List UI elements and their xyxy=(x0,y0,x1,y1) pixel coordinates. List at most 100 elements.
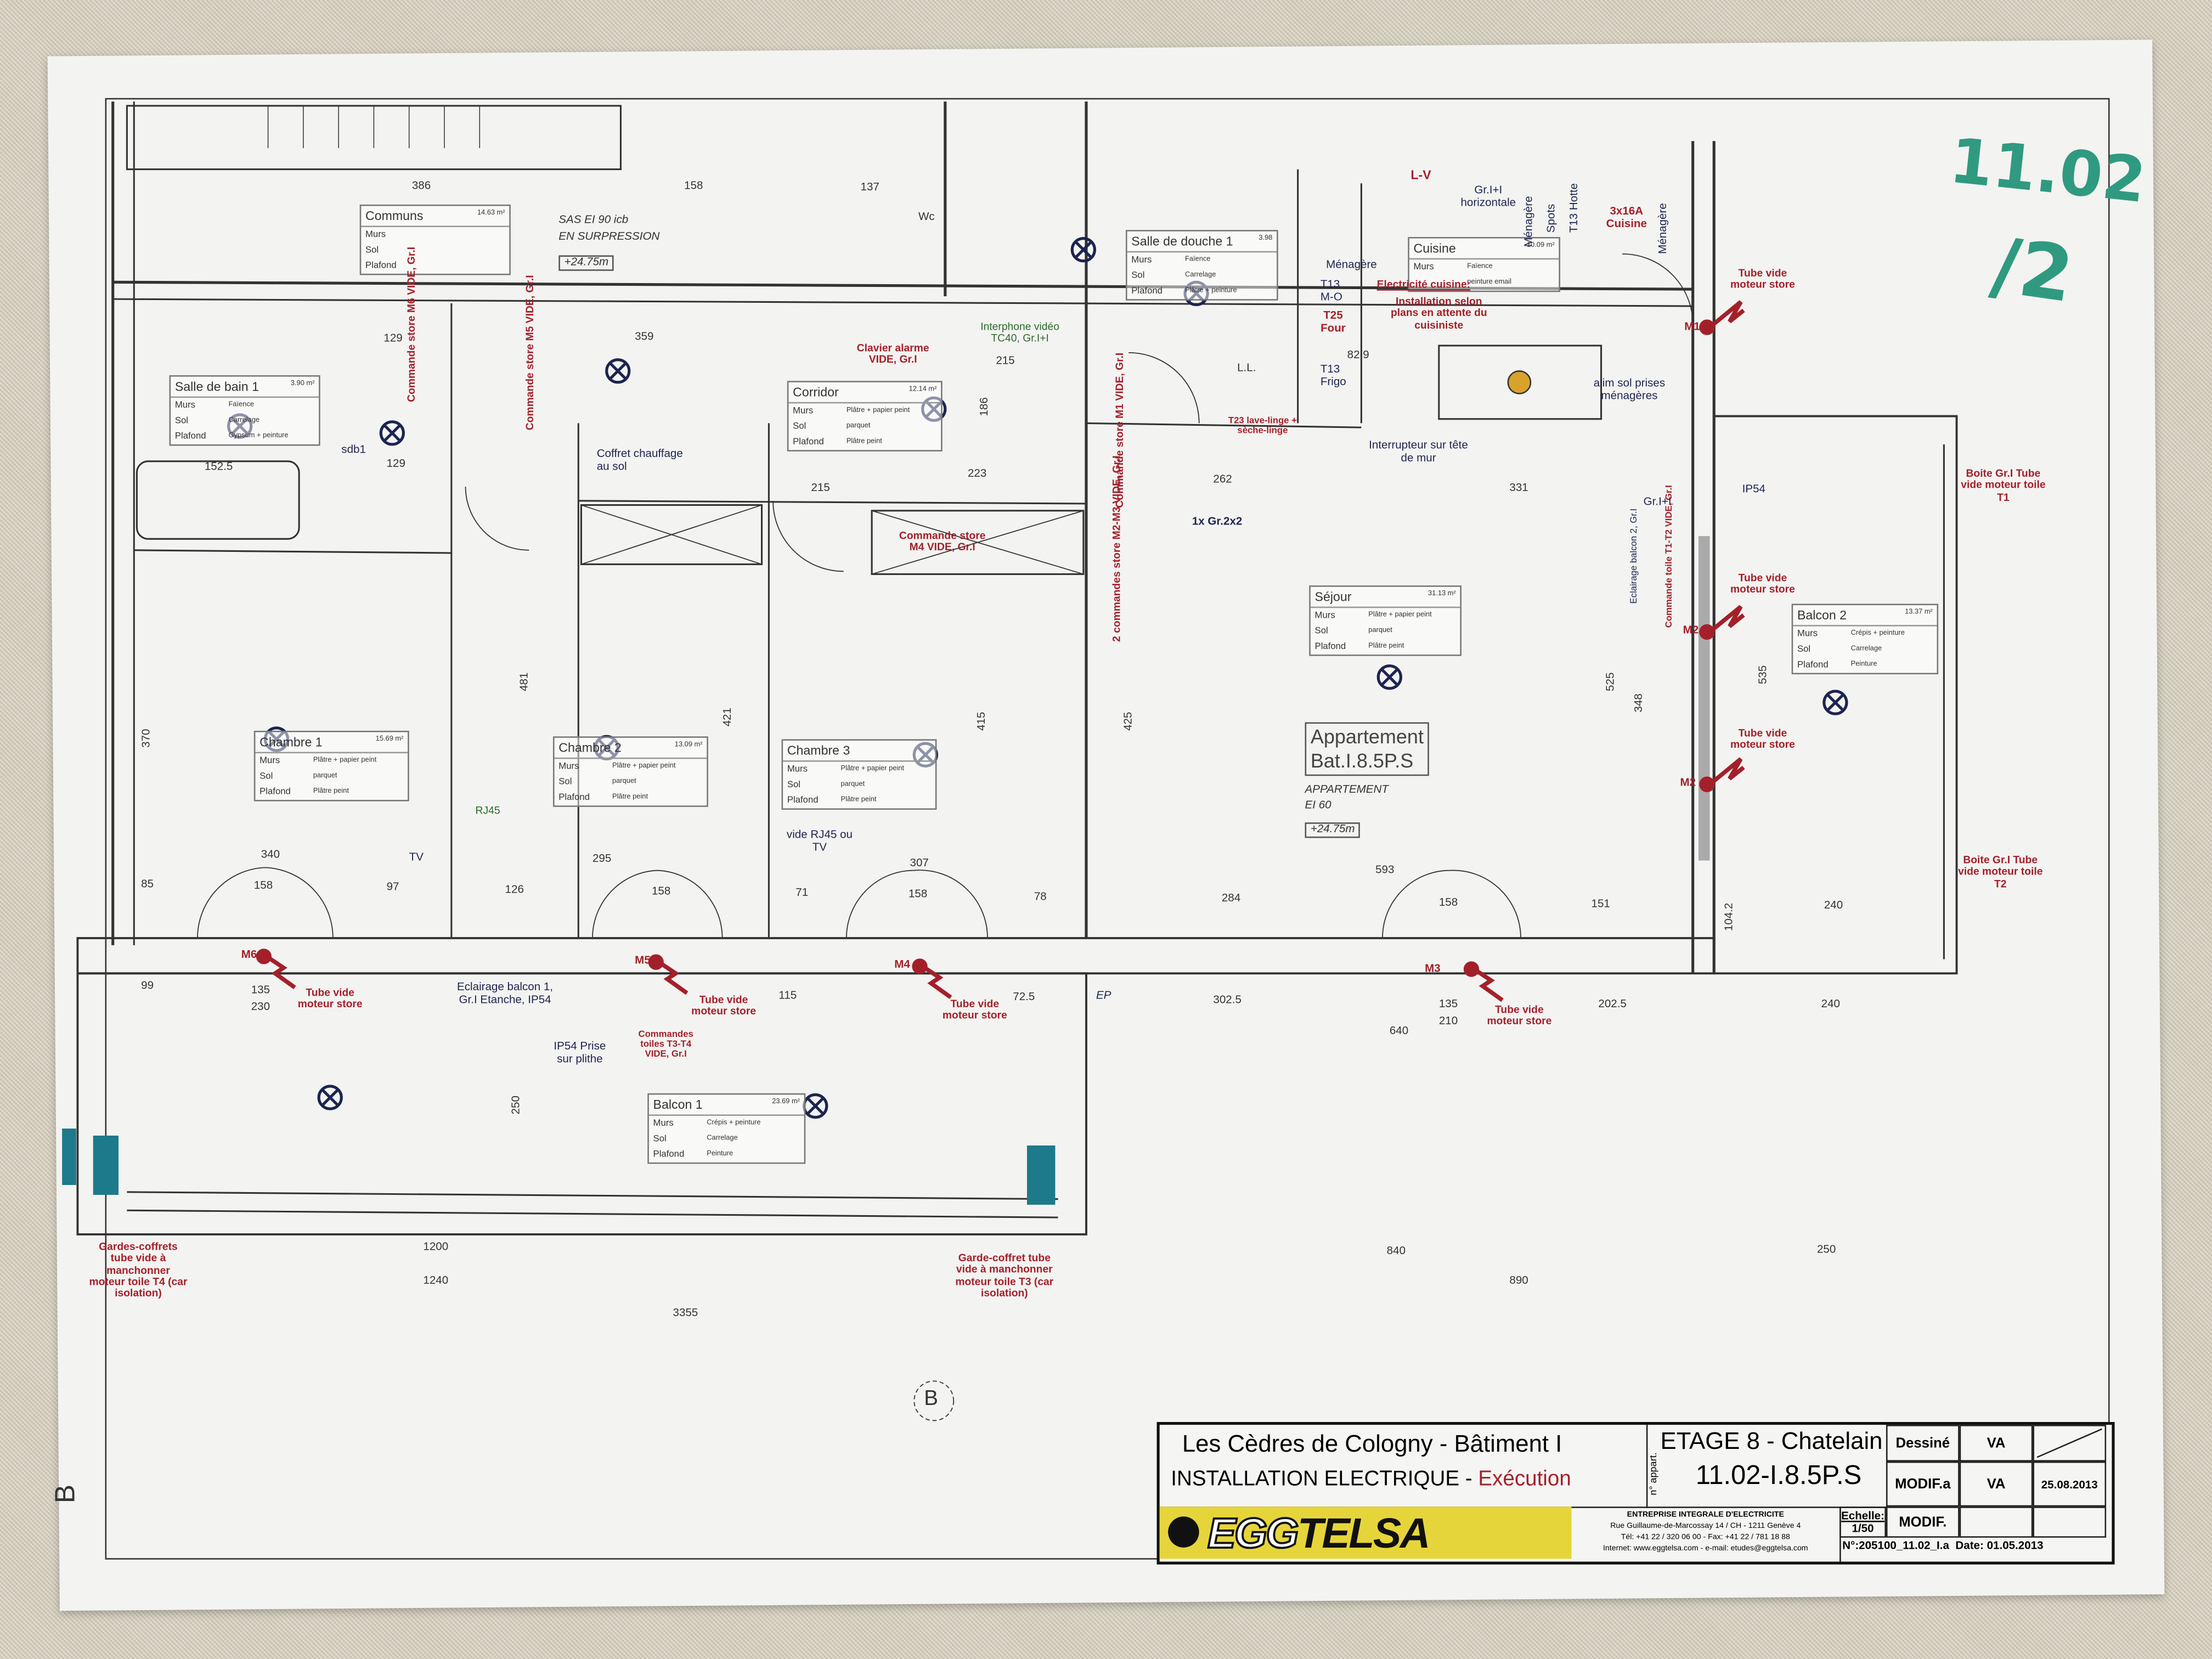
dimension: 331 xyxy=(1509,481,1528,494)
balcony-2 xyxy=(1713,415,1958,975)
company-address: Rue Guillaume-de-Marcossay 14 / CH - 121… xyxy=(1610,1522,1801,1531)
room-area: 23.69 m² xyxy=(772,1097,800,1106)
dimension: 840 xyxy=(1386,1244,1406,1257)
motor-label-m3: M3 xyxy=(1425,962,1441,975)
room-area: 13.09 m² xyxy=(674,740,703,749)
door-swing xyxy=(592,870,723,938)
note-t25-four: T25 Four xyxy=(1321,309,1346,334)
row-label: Murs xyxy=(1314,611,1335,621)
stair-steps xyxy=(267,105,481,148)
dimension: 158 xyxy=(651,884,671,898)
dimension: 72.5 xyxy=(1013,990,1035,1003)
phase: Exécution xyxy=(1478,1467,1571,1491)
note-gr-2x2: 1x Gr.2x2 xyxy=(1192,515,1243,528)
note-tube-vide: Tube vide moteur store xyxy=(1730,571,1795,596)
door-swing xyxy=(772,500,844,572)
row-label: Plafond xyxy=(1797,660,1829,670)
motor-conduit-icon xyxy=(1699,757,1745,792)
room-area: 3.90 m² xyxy=(290,379,315,388)
note-alim-sol: alim sol prises ménagères xyxy=(1593,376,1666,402)
motor-conduit-icon xyxy=(648,954,689,995)
motor-conduit-icon xyxy=(912,958,952,1000)
room-name: Corridor xyxy=(793,385,839,399)
finish: Plâtre peint xyxy=(1368,641,1404,651)
finish: Peinture xyxy=(707,1149,733,1159)
sas-level: +24.75m xyxy=(558,255,614,271)
room-area: 31.13 m² xyxy=(1427,589,1456,599)
modif-a-by: VA xyxy=(1959,1461,2033,1507)
note-tube-vide: Tube vide moteur store xyxy=(1730,266,1795,291)
room-name: Salle de douche 1 xyxy=(1131,234,1233,249)
section-mark-left: B xyxy=(50,1484,82,1504)
note-spots: Spots xyxy=(1544,204,1558,233)
dimension: 158 xyxy=(908,887,928,900)
logo-egg: EGG xyxy=(1206,1510,1300,1559)
room-name: Balcon 2 xyxy=(1797,608,1847,622)
dimension: 71 xyxy=(795,885,809,899)
dimension: 152.5 xyxy=(204,460,233,473)
finish: Crépis + peinture xyxy=(1850,629,1905,638)
dimension: 425 xyxy=(1121,712,1135,731)
note-gr-horizontale: Gr.I+I horizontale xyxy=(1460,183,1516,209)
note-lave-linge: T23 lave-linge + sèche-linge xyxy=(1228,416,1297,436)
row-label: Murs xyxy=(787,764,808,775)
note-3x16a-cuisine: 3x16A Cuisine xyxy=(1606,204,1647,230)
motor-label-m2: M2 xyxy=(1680,776,1696,789)
motor-label-m6: M6 xyxy=(241,947,257,961)
row-label: Murs xyxy=(1413,262,1434,273)
company-info: ENTREPRISE INTEGRALE D'ELECTRICITE Rue G… xyxy=(1572,1506,1841,1562)
dimension: 215 xyxy=(996,354,1015,367)
dimension: 158 xyxy=(253,878,273,892)
note-eclairage-balcon-2: Eclairage balcon 2, Gr.I xyxy=(1629,508,1639,604)
dimension: 250 xyxy=(1816,1243,1836,1256)
note-ll: L.L. xyxy=(1237,361,1256,374)
finish: Faïence xyxy=(1467,262,1493,271)
door-swing xyxy=(1382,870,1521,938)
section-mark-circle xyxy=(913,1380,955,1421)
row-label: Sol xyxy=(793,421,806,432)
dimension: 99 xyxy=(141,979,154,992)
note-garde-coffret-t3: Garde-coffret tube vide à manchonner mot… xyxy=(955,1251,1054,1299)
subject-line: INSTALLATION ELECTRIQUE - Exécution xyxy=(1171,1467,1571,1491)
row-label: Plafond xyxy=(174,431,206,442)
drawing-number: N°:205100_11.02_I.a xyxy=(1842,1539,1949,1552)
note-menagere: Ménagère xyxy=(1522,196,1535,247)
apartment-level: +24.75m xyxy=(1305,822,1361,838)
logo-cell: EGGTELSA xyxy=(1159,1506,1572,1559)
finish: Plâtre + papier peint xyxy=(313,756,377,765)
sas-label: EN SURPRESSION xyxy=(558,230,660,243)
subject: INSTALLATION ELECTRIQUE - xyxy=(1171,1467,1479,1491)
dimension: 158 xyxy=(684,179,703,192)
room-area: 14.63 m² xyxy=(477,208,505,217)
note-sdb1: sdb1 xyxy=(341,443,366,456)
dimension: 535 xyxy=(1756,665,1769,685)
dimension: 1200 xyxy=(423,1240,449,1253)
note-tube-vide: Tube vide moteur store xyxy=(942,997,1007,1022)
motor-conduit-icon xyxy=(1699,300,1745,335)
finish: Gypsum + peinture xyxy=(228,431,289,441)
handwritten-page: /2 xyxy=(1986,220,2079,320)
balcony-1 xyxy=(76,972,1087,1235)
dimension: 340 xyxy=(261,848,280,861)
finish: Crépis + peinture xyxy=(707,1119,761,1127)
empty-cell xyxy=(2033,1425,2107,1462)
room-area: 10.09 m² xyxy=(1526,241,1555,250)
bathtub xyxy=(136,460,300,540)
row-label: Plafond xyxy=(1314,641,1346,652)
note-coffret-chauffage: Coffret chauffage au sol xyxy=(596,447,683,472)
modif-a-date: 25.08.2013 xyxy=(2033,1461,2107,1507)
note-clavier-alarme: Clavier alarme VIDE, Gr.I xyxy=(856,341,929,366)
row-label: Murs xyxy=(174,400,196,411)
room-name: Chambre 2 xyxy=(558,740,622,755)
motor-conduit-icon xyxy=(1699,605,1745,640)
project-title: Les Cèdres de Cologny - Bâtiment I xyxy=(1182,1430,1562,1458)
note-rj45: RJ45 xyxy=(475,804,500,817)
motor-label-m5: M5 xyxy=(635,953,651,967)
motor-conduit-icon xyxy=(1463,961,1504,1002)
dimension: 240 xyxy=(1824,898,1843,912)
note-commande-store-m6: Commande store M6 VIDE, Gr.I xyxy=(404,246,418,402)
